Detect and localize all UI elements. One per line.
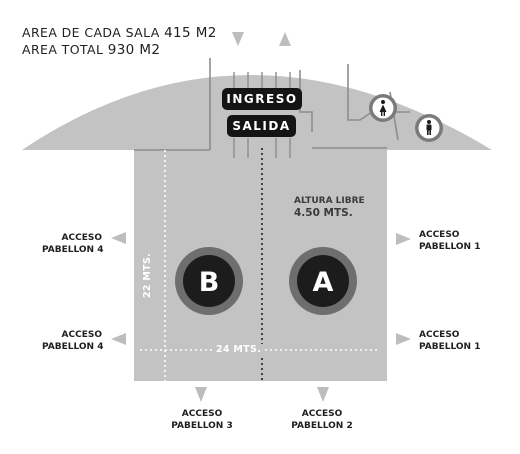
interior-walls bbox=[134, 58, 410, 151]
access-bottom-left-line2: PABELLON 3 bbox=[171, 421, 233, 431]
access-right-bottom-label: ACCESO PABELLON 1 bbox=[419, 329, 480, 353]
arrow-left-upper-icon bbox=[111, 232, 126, 244]
salida-badge: SALIDA bbox=[227, 115, 296, 137]
area-total-text: AREA TOTAL 930 M2 bbox=[22, 42, 160, 58]
restroom-female-icon bbox=[369, 94, 397, 122]
arrow-down-left-icon bbox=[195, 387, 207, 402]
depth-dimension-label: 22 MTS. bbox=[142, 250, 153, 300]
hall-floor bbox=[22, 75, 492, 381]
access-left-bottom-line1: ACCESO bbox=[61, 330, 102, 340]
area-room-text: AREA DE CADA SALA 415 M2 bbox=[22, 25, 217, 41]
room-b bbox=[175, 247, 243, 315]
access-left-bottom-label: ACCESO PABELLON 4 bbox=[42, 329, 104, 353]
clear-height-note: ALTURA LIBRE 4.50 MTS. bbox=[294, 195, 365, 219]
area-total-label: AREA TOTAL bbox=[22, 42, 104, 57]
area-total-value: 930 M2 bbox=[107, 42, 161, 58]
access-left-top-line2: PABELLON 4 bbox=[42, 245, 104, 255]
access-left-bottom-line2: PABELLON 4 bbox=[42, 342, 104, 352]
access-bottom-left-label: ACCESO PABELLON 3 bbox=[164, 408, 240, 432]
area-room-label: AREA DE CADA SALA bbox=[22, 25, 160, 40]
access-right-top-label: ACCESO PABELLON 1 bbox=[419, 229, 480, 253]
access-bottom-right-label: ACCESO PABELLON 2 bbox=[284, 408, 360, 432]
room-a bbox=[289, 247, 357, 315]
area-room-value: 415 M2 bbox=[164, 25, 217, 41]
arrow-down-right-icon bbox=[317, 387, 329, 402]
access-right-top-line1: ACCESO bbox=[419, 230, 460, 240]
access-bottom-right-line1: ACCESO bbox=[301, 409, 343, 419]
access-right-bottom-line1: ACCESO bbox=[419, 330, 460, 340]
room-b-letter: B bbox=[199, 267, 220, 298]
arrow-right-lower-icon bbox=[396, 333, 411, 345]
restroom-male-icon bbox=[415, 114, 443, 142]
arrow-up-top-icon bbox=[279, 32, 291, 46]
access-left-top-label: ACCESO PABELLON 4 bbox=[42, 232, 104, 256]
access-right-top-line2: PABELLON 1 bbox=[419, 242, 481, 252]
arrow-right-upper-icon bbox=[396, 233, 411, 245]
clear-height-label: ALTURA LIBRE bbox=[294, 196, 365, 206]
arrow-left-lower-icon bbox=[111, 333, 126, 345]
clear-height-value: 4.50 MTS. bbox=[294, 207, 353, 219]
access-left-top-line1: ACCESO bbox=[61, 233, 102, 243]
arrow-down-top-icon bbox=[232, 32, 244, 46]
width-dimension-label: 24 MTS. bbox=[214, 344, 264, 355]
ingreso-badge: INGRESO bbox=[222, 88, 302, 110]
access-right-bottom-line2: PABELLON 1 bbox=[419, 342, 481, 352]
access-bottom-left-line1: ACCESO bbox=[181, 409, 223, 419]
room-a-letter: A bbox=[313, 267, 334, 298]
access-bottom-right-line2: PABELLON 2 bbox=[291, 421, 353, 431]
